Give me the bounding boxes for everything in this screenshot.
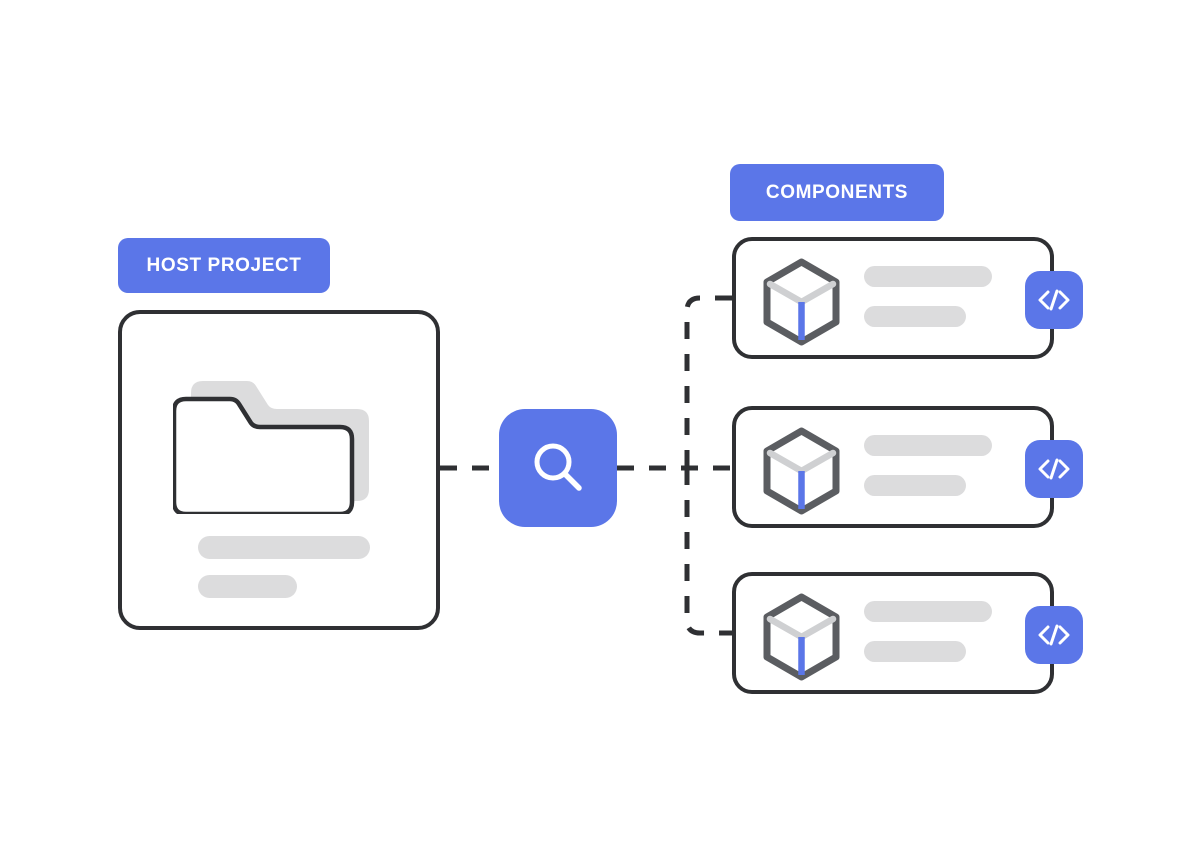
wire-branch-bottom (684, 468, 732, 636)
components-badge-label: COMPONENTS (765, 181, 909, 203)
code-icon (1038, 458, 1070, 480)
component-card-2[interactable] (732, 406, 1083, 528)
cube-icon (763, 258, 840, 346)
code-badge[interactable] (1025, 606, 1083, 664)
card-placeholder-bar-1 (864, 435, 992, 456)
card-placeholder-bar-2 (864, 641, 966, 662)
cube-icon (763, 593, 840, 681)
card-placeholder-bar-1 (864, 266, 992, 287)
folder-stack-icon (173, 369, 388, 514)
component-card-3[interactable] (732, 572, 1083, 694)
host-project-badge-label: HOST PROJECT (146, 254, 302, 276)
wire-branch-top (684, 295, 732, 468)
code-icon (1038, 289, 1070, 311)
components-badge[interactable]: COMPONENTS (730, 164, 944, 221)
card-placeholder-bar-1 (864, 601, 992, 622)
cube-icon (763, 427, 840, 515)
host-project-badge[interactable]: HOST PROJECT (118, 238, 330, 293)
folder-front-shape (173, 396, 355, 514)
card-placeholder-bar-2 (864, 475, 966, 496)
component-card-1[interactable] (732, 237, 1083, 359)
code-badge[interactable] (1025, 271, 1083, 329)
code-icon (1038, 624, 1070, 646)
host-project-panel[interactable] (118, 310, 440, 630)
host-placeholder-bar-2 (198, 575, 297, 598)
host-placeholder-bar-1 (198, 536, 370, 559)
search-button[interactable] (499, 409, 617, 527)
card-placeholder-bar-2 (864, 306, 966, 327)
code-badge[interactable] (1025, 440, 1083, 498)
search-icon (534, 443, 582, 491)
